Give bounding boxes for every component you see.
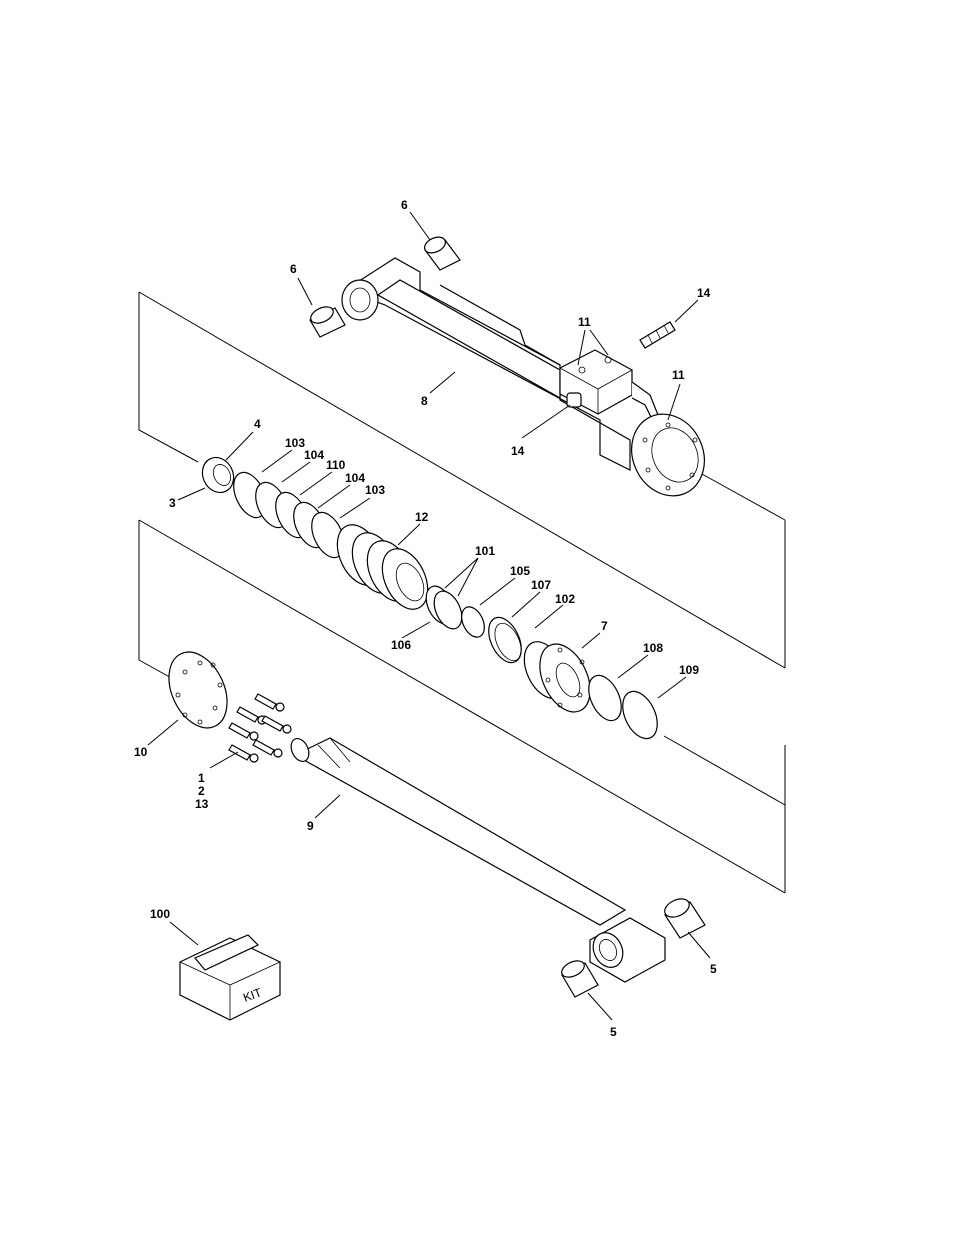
gland bbox=[523, 641, 591, 713]
callout-14-bottom: 14 bbox=[511, 444, 525, 458]
piston-nut bbox=[201, 456, 235, 494]
flange-plate bbox=[168, 651, 228, 729]
callout-106: 106 bbox=[391, 638, 411, 652]
bushing-6-lower bbox=[309, 306, 346, 338]
callout-6-upper: 6 bbox=[401, 198, 408, 212]
lower-explosion-frame bbox=[138, 519, 786, 894]
callout-14-top: 14 bbox=[697, 286, 711, 300]
callout-109: 109 bbox=[679, 663, 699, 677]
callout-11-right: 11 bbox=[672, 368, 685, 382]
callout-5-right: 5 bbox=[710, 962, 717, 976]
callout-104-first: 104 bbox=[304, 448, 324, 462]
callout-101: 101 bbox=[475, 544, 495, 558]
leader-lines bbox=[147, 211, 711, 1021]
callout-100: 100 bbox=[150, 907, 170, 921]
callout-2: 2 bbox=[198, 784, 205, 798]
callout-5-left: 5 bbox=[610, 1025, 617, 1039]
bushing-5-right bbox=[664, 898, 706, 939]
piston-rod bbox=[290, 737, 666, 983]
seal-rings-group-3 bbox=[588, 674, 658, 740]
callout-9: 9 bbox=[307, 819, 314, 833]
callout-103-second: 103 bbox=[365, 483, 385, 497]
callout-104-second: 104 bbox=[345, 471, 365, 485]
kit-box-label: KIT bbox=[241, 985, 264, 1005]
callout-103-first: 103 bbox=[285, 436, 305, 450]
callout-13: 13 bbox=[195, 797, 209, 811]
seal-rings-group-2 bbox=[425, 585, 522, 664]
callout-105: 105 bbox=[510, 564, 530, 578]
upper-explosion-frame bbox=[138, 291, 786, 669]
callout-6-lower: 6 bbox=[290, 262, 297, 276]
piston bbox=[336, 524, 429, 610]
callout-4: 4 bbox=[254, 417, 261, 431]
callout-labels: 6 6 14 11 11 8 14 4 3 103 104 110 104 10… bbox=[134, 198, 717, 1039]
callout-11-top: 11 bbox=[578, 315, 591, 329]
bushing-5-left bbox=[561, 960, 599, 998]
callout-10: 10 bbox=[134, 745, 148, 759]
callout-8: 8 bbox=[421, 394, 428, 408]
bushing-6-upper bbox=[424, 236, 461, 271]
callout-3: 3 bbox=[169, 496, 176, 510]
callout-107: 107 bbox=[531, 578, 551, 592]
seal-rings-group-1 bbox=[233, 471, 345, 559]
callout-1: 1 bbox=[198, 771, 205, 785]
fitting-top bbox=[639, 321, 676, 349]
callout-108: 108 bbox=[643, 641, 663, 655]
callout-102: 102 bbox=[555, 592, 575, 606]
callout-12: 12 bbox=[415, 510, 429, 524]
cap-screws bbox=[228, 693, 292, 763]
callout-7: 7 bbox=[601, 619, 608, 633]
kit-box: KIT bbox=[179, 934, 281, 1021]
cylinder-barrel bbox=[341, 257, 705, 497]
callout-110: 110 bbox=[326, 458, 346, 472]
